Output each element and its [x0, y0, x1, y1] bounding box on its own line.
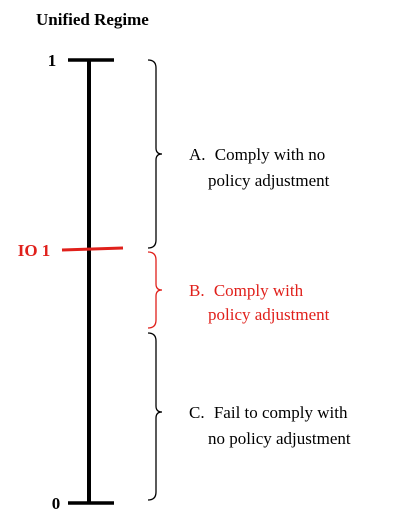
segment-a-line2: policy adjustment	[208, 171, 330, 190]
io1-marker-line	[61, 246, 124, 252]
segment-b-line1: Comply with	[214, 281, 304, 300]
segment-a-brace	[147, 59, 163, 249]
io1-marker-label: IO 1	[18, 241, 51, 260]
segment-c-label: C. Fail to comply with no policy adjustm…	[189, 403, 352, 448]
diagram-title: Unified Regime	[36, 10, 149, 29]
segment-b-line2: policy adjustment	[208, 305, 330, 324]
segment-a-line1: Comply with no	[215, 145, 326, 164]
segment-c-letter: C.	[189, 403, 205, 422]
segment-a-label: A. Comply with no policy adjustment	[189, 145, 330, 190]
segment-a-letter: A.	[189, 145, 206, 164]
top-tick-label: 1	[48, 51, 57, 70]
bottom-tick-label: 0	[52, 494, 61, 512]
segment-c-line2: no policy adjustment	[208, 429, 351, 448]
segment-c-line1: Fail to comply with	[214, 403, 348, 422]
segment-b-brace	[147, 251, 163, 329]
segment-b-label: B. Comply with policy adjustment	[189, 281, 330, 324]
segment-b-letter: B.	[189, 281, 205, 300]
segment-c-brace	[147, 332, 163, 501]
